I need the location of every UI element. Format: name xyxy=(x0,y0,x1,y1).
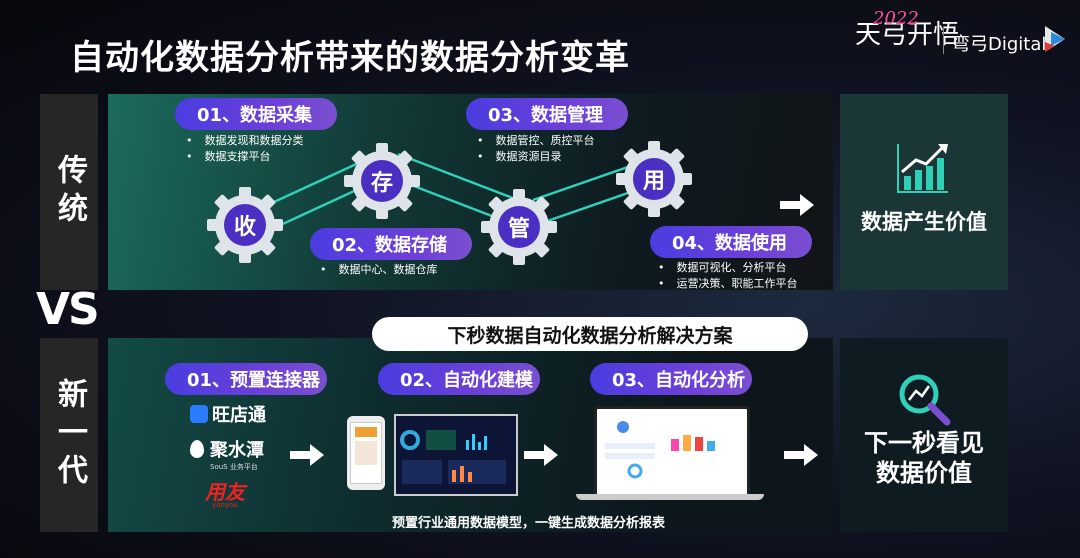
phone-screen-block xyxy=(355,441,377,465)
new-step-01-pill: 01、预置连接器 xyxy=(165,363,327,395)
phone-mockup xyxy=(347,416,385,490)
yonyou-sub: yonyou xyxy=(212,501,238,509)
arrow-right-icon xyxy=(290,444,324,466)
new-step-01-heading: 01、预置连接器 xyxy=(187,370,321,391)
jushuitan-name: 聚水潭 xyxy=(210,440,264,461)
gear-store-label: 存 xyxy=(370,171,393,196)
wangdiantong-logo-icon xyxy=(190,405,208,423)
gear-store-icon xyxy=(344,143,420,219)
step-04-heading: 04、数据使用 xyxy=(672,233,788,254)
gear-manage-icon xyxy=(481,189,557,265)
new-gen-caption: 预置行业通用数据模型，一键生成数据分析报表 xyxy=(392,516,666,531)
new-step-02-heading: 02、自动化建模 xyxy=(400,370,534,391)
bullet: 运营决策、职能工作平台 xyxy=(658,276,798,292)
arrow-right-icon xyxy=(784,444,818,466)
company-mark-icon xyxy=(1045,26,1065,52)
connector-jushuitan: 聚水潭 SouS 业务平台 xyxy=(190,436,264,472)
step-04-bullets: 数据可视化、分析平台 运营决策、职能工作平台 xyxy=(658,260,798,292)
gear-use-icon xyxy=(616,141,692,217)
phone-screen xyxy=(350,422,382,484)
step-02-bullets: 数据中心、数据仓库 xyxy=(320,262,438,278)
company-logo-text: 弯弓Digital xyxy=(952,34,1047,55)
new-step-03-heading: 03、自动化分析 xyxy=(612,370,746,391)
gear-collect-label: 收 xyxy=(233,215,256,240)
yonyou-name: 用友 xyxy=(205,480,245,504)
vs-label: VS xyxy=(36,284,100,335)
new-step-03-pill: 03、自动化分析 xyxy=(590,363,752,395)
step-03-pill: 03、数据管理 xyxy=(466,98,628,130)
event-logo: 2022 天弓开悟 xyxy=(855,8,960,51)
step-03-heading: 03、数据管理 xyxy=(488,105,604,126)
traditional-result-text: 数据产生价值 xyxy=(861,210,987,234)
new-gen-label: 新一代 xyxy=(40,338,98,532)
connector-yonyou: 用友 yonyou xyxy=(205,476,245,509)
new-gen-result-box xyxy=(840,338,1008,532)
dashboard-screen xyxy=(400,430,506,484)
page-title: 自动化数据分析带来的数据分析变革 xyxy=(70,38,630,78)
step-04-pill: 04、数据使用 xyxy=(650,226,812,258)
bullet: 数据可视化、分析平台 xyxy=(658,260,798,276)
step-03-bullets: 数据管控、质控平台 数据资源目录 xyxy=(477,133,595,165)
step-01-pill: 01、数据采集 xyxy=(175,98,337,130)
bullet: 数据发现和数据分类 xyxy=(186,133,304,149)
step-01-bullets: 数据发现和数据分类 数据支撑平台 xyxy=(186,133,304,165)
new-gen-result-text: 下一秒看见 数据价值 xyxy=(846,428,1002,488)
gear-collect-icon xyxy=(207,187,283,263)
event-name: 天弓开悟 xyxy=(855,20,960,50)
step-02-pill: 02、数据存储 xyxy=(310,228,472,260)
wangdiantong-name: 旺店通 xyxy=(212,405,266,426)
jushuitan-sub: SouS 业务平台 xyxy=(210,463,258,471)
laptop-screen-content xyxy=(605,421,715,479)
bullet: 数据管控、质控平台 xyxy=(477,133,595,149)
gear-use-label: 用 xyxy=(642,169,665,194)
solution-banner: 下秒数据自动化数据分析解决方案 xyxy=(372,317,808,351)
new-gen-result-line2: 数据价值 xyxy=(876,459,972,487)
arrow-right-icon xyxy=(780,194,814,216)
bullet: 数据支撑平台 xyxy=(186,149,304,165)
growth-chart-icon xyxy=(897,144,948,193)
traditional-label-text: 传统 xyxy=(52,154,87,230)
step-02-heading: 02、数据存储 xyxy=(332,235,448,256)
bullet: 数据资源目录 xyxy=(477,149,595,165)
new-gen-result-line1: 下一秒看见 xyxy=(864,429,984,457)
arrow-right-icon xyxy=(524,444,558,466)
laptop-screen xyxy=(594,406,750,500)
bullet: 数据中心、数据仓库 xyxy=(320,262,438,278)
phone-screen-block xyxy=(355,427,377,437)
event-year: 2022 xyxy=(873,8,919,29)
connector-wangdiantong: 旺店通 xyxy=(190,401,266,427)
laptop-base xyxy=(576,494,764,500)
magnifier-trend-icon xyxy=(899,374,951,426)
water-drop-icon xyxy=(190,440,204,458)
new-gen-label-text: 新一代 xyxy=(52,378,87,492)
gear-manage-label: 管 xyxy=(507,217,530,242)
traditional-label: 传统 xyxy=(40,94,98,290)
logo-divider xyxy=(943,28,944,54)
new-step-02-pill: 02、自动化建模 xyxy=(378,363,540,395)
step-01-heading: 01、数据采集 xyxy=(197,105,313,126)
dashboard-mockup xyxy=(394,414,518,496)
